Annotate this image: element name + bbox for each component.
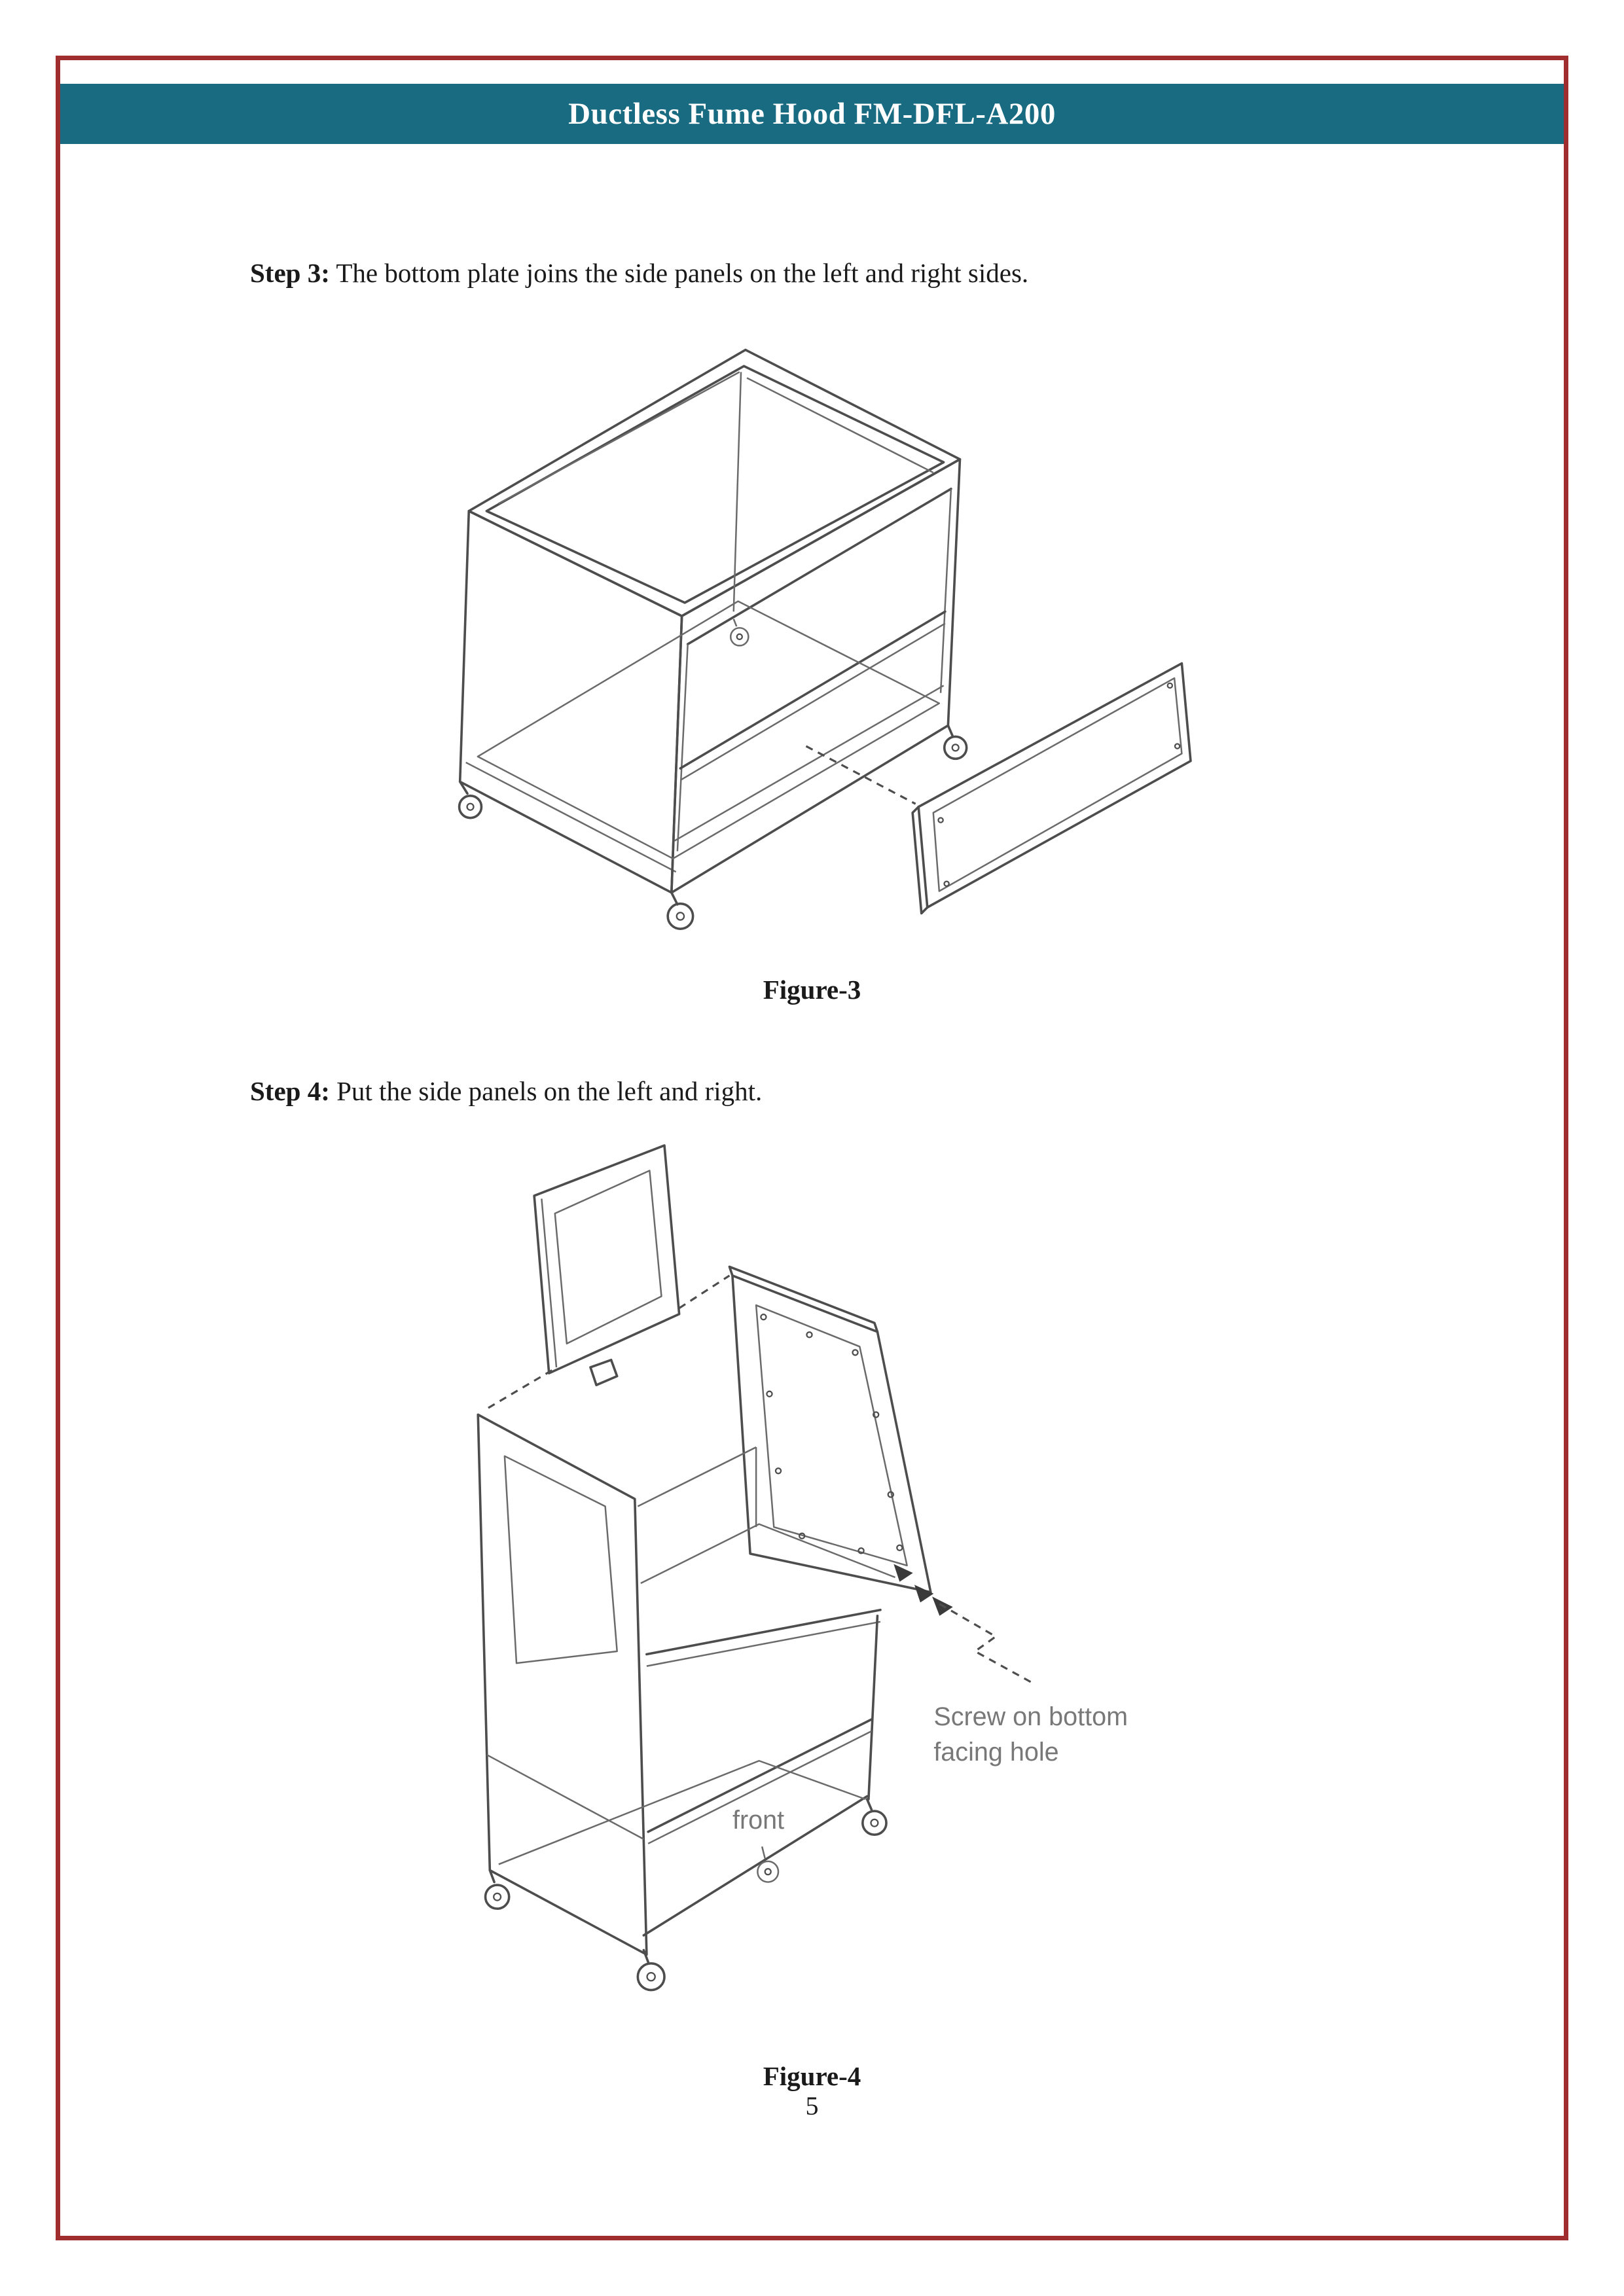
page-content: Step 3: The bottom plate joins the side … bbox=[60, 255, 1564, 2092]
caster bbox=[729, 619, 749, 647]
figure-4-caption: Figure-4 bbox=[763, 2060, 861, 2091]
cart-right-frame bbox=[670, 458, 962, 894]
caster bbox=[458, 780, 483, 819]
step-3-label: Step 3: bbox=[250, 258, 330, 288]
step-3-text: Step 3: The bottom plate joins the side … bbox=[250, 255, 1374, 291]
detached-side-panel bbox=[532, 1143, 680, 1386]
caster bbox=[666, 891, 695, 931]
screw-pointer-arrow bbox=[893, 1564, 1035, 1685]
step-4-label: Step 4: bbox=[250, 1076, 330, 1107]
figure-3: Figure-3 bbox=[250, 331, 1374, 1005]
figure-4: Screw on bottom facing hole front Figure… bbox=[250, 1134, 1374, 2092]
unit-body bbox=[476, 1413, 895, 1956]
figure-3-caption: Figure-3 bbox=[763, 975, 861, 1005]
cabinet-frame bbox=[484, 1614, 888, 1992]
figure-3-drawing bbox=[458, 349, 1192, 931]
caster bbox=[943, 724, 968, 761]
page: Ductless Fume Hood FM-DFL-A200 Step 3: T… bbox=[56, 56, 1568, 2240]
cart-interior bbox=[477, 372, 941, 860]
caster bbox=[756, 1846, 779, 1883]
caster bbox=[861, 1797, 888, 1836]
caster bbox=[636, 1948, 666, 1992]
annotation-front: front bbox=[732, 1806, 784, 1835]
right-side-panel bbox=[728, 1265, 932, 1594]
caster bbox=[484, 1869, 511, 1910]
bottom-plate bbox=[911, 662, 1192, 915]
annotation-screw-line2: facing hole bbox=[933, 1738, 1058, 1767]
document-header: Ductless Fume Hood FM-DFL-A200 bbox=[60, 84, 1564, 144]
assembly-guide-line bbox=[805, 745, 916, 805]
cart-frame bbox=[458, 349, 968, 931]
step-3-description: The bottom plate joins the side panels o… bbox=[336, 258, 1029, 288]
cart-top-frame bbox=[467, 349, 962, 618]
assembly-guide-lines bbox=[486, 1274, 730, 1410]
annotation-screw-line1: Screw on bottom bbox=[933, 1702, 1128, 1731]
step-4-description: Put the side panels on the left and righ… bbox=[336, 1076, 763, 1107]
page-number: 5 bbox=[805, 2091, 819, 2121]
page-title: Ductless Fume Hood FM-DFL-A200 bbox=[568, 97, 1056, 131]
figure-4-drawing: Screw on bottom facing hole front bbox=[476, 1143, 1128, 1992]
step-4-text: Step 4: Put the side panels on the left … bbox=[250, 1073, 1374, 1109]
